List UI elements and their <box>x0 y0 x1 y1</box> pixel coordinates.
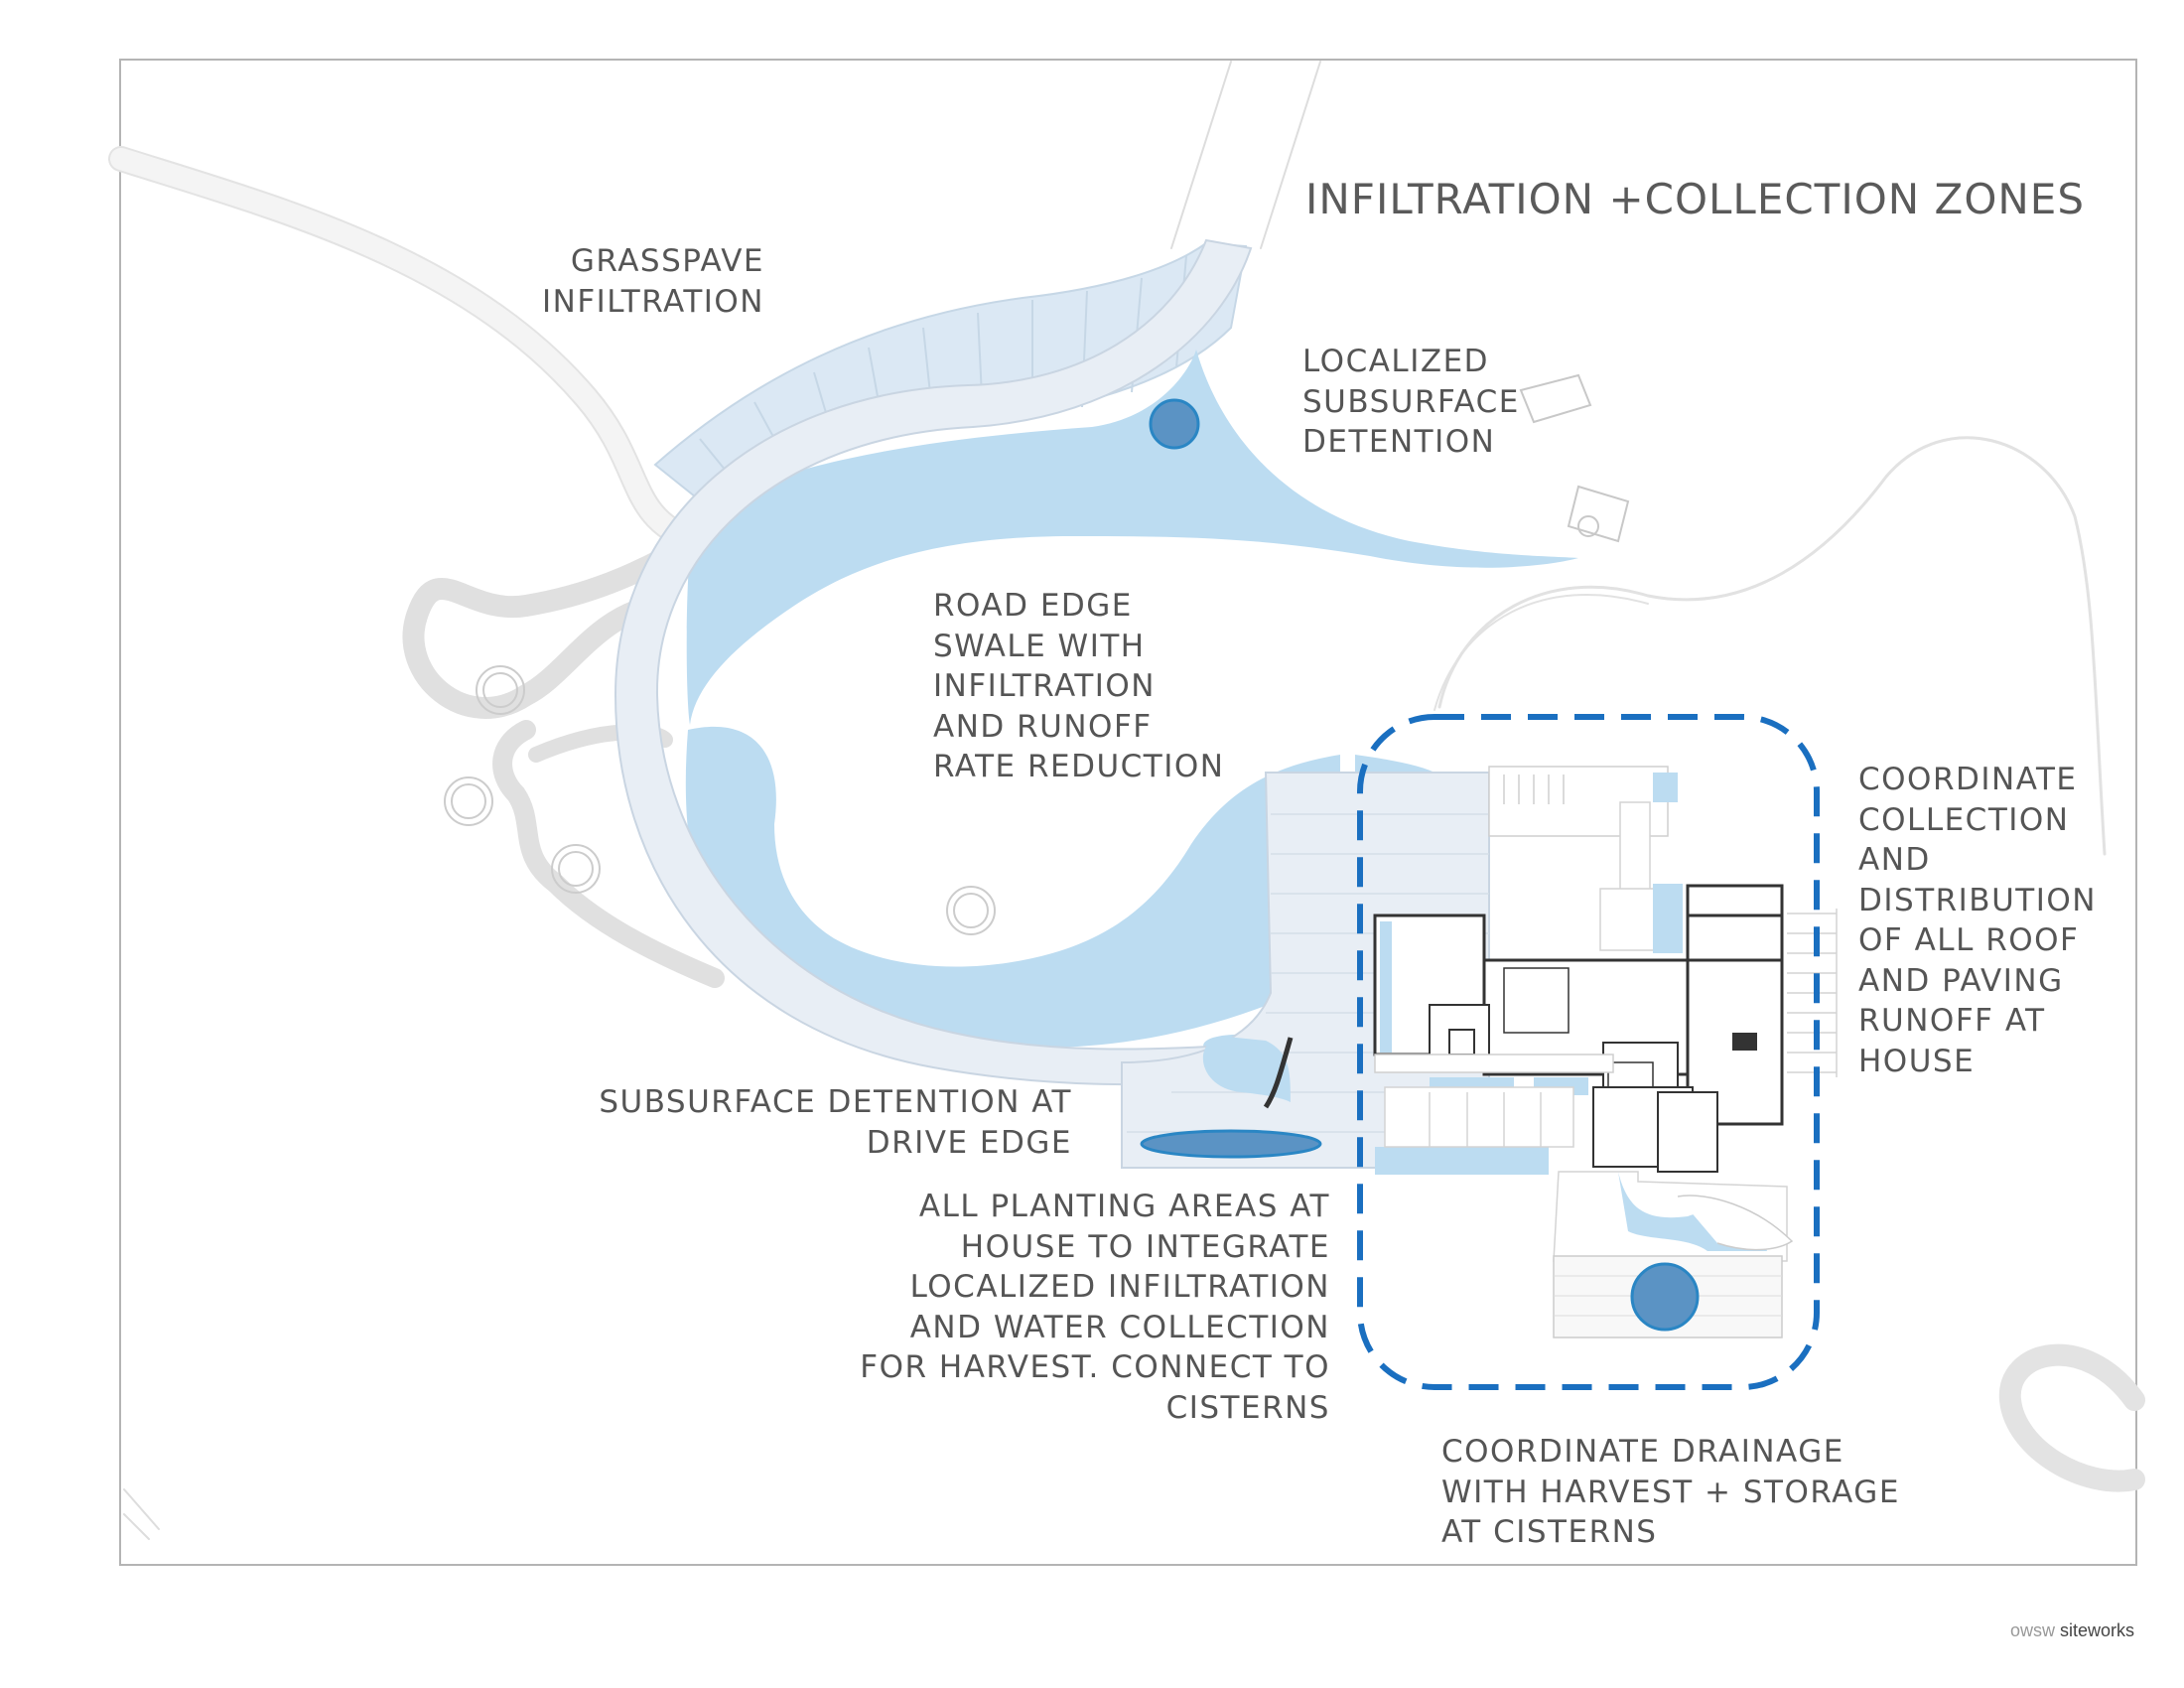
footpaths <box>108 61 2145 1540</box>
label-grasspave-infiltration: GRASSPAVE INFILTRATION <box>542 243 764 320</box>
page-title: INFILTRATION +COLLECTION ZONES <box>1305 175 2085 223</box>
brand-owsw: owsw <box>2009 1620 2055 1640</box>
footer-brand: owsw siteworks <box>2010 1620 2134 1641</box>
tree-markers <box>444 665 996 935</box>
brand-siteworks: siteworks <box>2059 1620 2134 1640</box>
house-collection-zone-outline <box>1357 714 1820 1390</box>
label-subsurface-detention-drive-edge: SUBSURFACE DETENTION AT DRIVE EDGE <box>599 1084 1072 1161</box>
house-floor-plan <box>1373 766 1838 1338</box>
label-planting-areas: ALL PLANTING AREAS AT HOUSE TO INTEGRATE… <box>860 1189 1330 1426</box>
outbuildings <box>1519 373 1630 543</box>
label-road-edge-swale: ROAD EDGE SWALE WITH INFILTRATION AND RU… <box>933 588 1225 784</box>
label-localized-subsurface-detention: LOCALIZED SUBSURFACE DETENTION <box>1302 344 1520 460</box>
localized-detention-marker <box>1149 398 1200 450</box>
drawing-frame <box>119 59 2137 1566</box>
label-coordinate-drainage: COORDINATE DRAINAGE WITH HARVEST + STORA… <box>1441 1434 1900 1550</box>
cistern-marker <box>1630 1262 1700 1332</box>
drive-edge-detention <box>1140 1036 1322 1159</box>
label-coordinate-collection: COORDINATE COLLECTION AND DISTRIBUTION O… <box>1858 762 2097 1079</box>
